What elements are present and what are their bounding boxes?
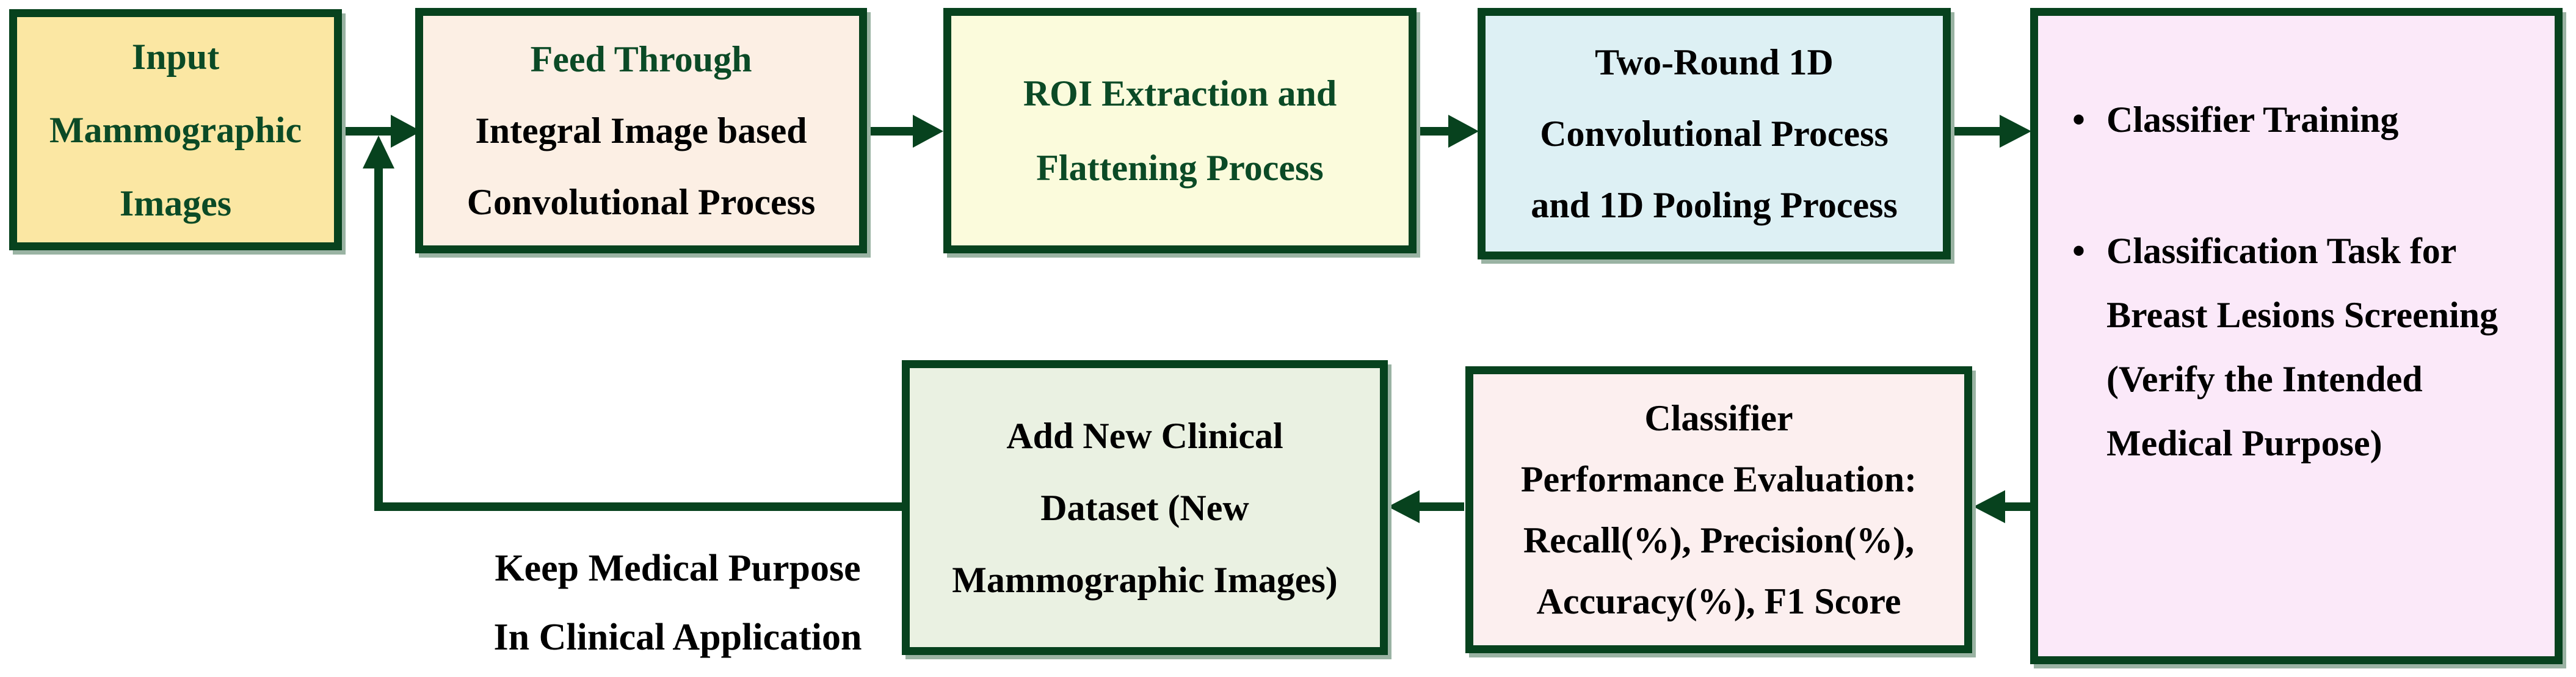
arrow-classifier-to-evaluation-head xyxy=(1973,490,2005,523)
feedback-label-line: In Clinical Application xyxy=(493,617,862,658)
classifier-line: Classifier Training xyxy=(2106,100,2399,140)
classifier-bullet-item-task: • Classification Task for Breast Lesions… xyxy=(2072,219,2498,476)
node-input-line: Images xyxy=(119,183,232,223)
node-classifier-performance-evaluation: Classifier Performance Evaluation: Recal… xyxy=(1465,366,1972,653)
arrow-input-to-feed-head xyxy=(391,115,421,148)
classifier-bullet-lines: Classification Task for Breast Lesions S… xyxy=(2106,219,2498,476)
node-conv1d-line: Convolutional Process xyxy=(1540,113,1888,154)
classifier-line: Medical Purpose) xyxy=(2106,423,2382,463)
node-input-line: Mammographic xyxy=(49,109,302,150)
arrow-feed-to-roi-head xyxy=(913,115,943,148)
node-roi-line: Flattening Process xyxy=(1036,148,1324,188)
arrow-conv1d-to-classifier-head xyxy=(2000,115,2031,148)
arrow-feedback-loop-line xyxy=(374,167,903,511)
classifier-line: (Verify the Intended xyxy=(2106,359,2423,399)
classifier-line: Breast Lesions Screening xyxy=(2106,295,2498,335)
node-input-mammographic-images: Input Mammographic Images xyxy=(9,9,342,250)
node-two-round-1d-convolutional-pooling: Two-Round 1D Convolutional Process and 1… xyxy=(1478,8,1951,259)
node-feed-title: Feed Through xyxy=(530,38,752,79)
node-feed-line: Integral Image based xyxy=(475,110,807,151)
arrow-evaluation-to-dataset-head xyxy=(1388,490,1420,523)
node-roi-extraction-flattening: ROI Extraction and Flattening Process xyxy=(943,8,1417,253)
node-classifier-training-and-task: • Classifier Training • Classification T… xyxy=(2030,8,2563,664)
bullet-icon: • xyxy=(2072,100,2086,140)
feedback-label-line: Keep Medical Purpose xyxy=(495,548,861,589)
node-dataset-line: Mammographic Images) xyxy=(952,559,1338,600)
node-evaluation-line: Recall(%), Precision(%), xyxy=(1523,520,1915,560)
node-conv1d-line: and 1D Pooling Process xyxy=(1531,184,1898,225)
classifier-bullet-lines: Classifier Training xyxy=(2106,88,2398,152)
node-roi-line: ROI Extraction and xyxy=(1023,73,1337,114)
node-add-new-clinical-dataset: Add New Clinical Dataset (New Mammograph… xyxy=(902,360,1388,655)
arrow-roi-to-conv1d-head xyxy=(1448,115,1479,148)
node-input-line: Input xyxy=(131,36,220,77)
node-dataset-line: Add New Clinical xyxy=(1006,415,1283,456)
bullet-icon: • xyxy=(2072,231,2086,271)
classifier-bullet-item-training: • Classifier Training xyxy=(2072,88,2398,152)
arrow-feedback-loop-head xyxy=(363,136,394,168)
node-evaluation-line: Classifier xyxy=(1644,398,1793,438)
node-dataset-line: Dataset (New xyxy=(1040,487,1249,528)
classifier-line: Classification Task for xyxy=(2106,231,2457,271)
node-evaluation-line: Performance Evaluation: xyxy=(1520,459,1917,499)
node-feed-through-convolutional-process: Feed Through Integral Image based Convol… xyxy=(415,8,867,253)
node-conv1d-line: Two-Round 1D xyxy=(1595,42,1834,82)
node-evaluation-line: Accuracy(%), F1 Score xyxy=(1536,581,1901,621)
node-feed-line: Convolutional Process xyxy=(466,181,816,222)
feedback-loop-label: Keep Medical Purpose In Clinical Applica… xyxy=(379,534,977,672)
